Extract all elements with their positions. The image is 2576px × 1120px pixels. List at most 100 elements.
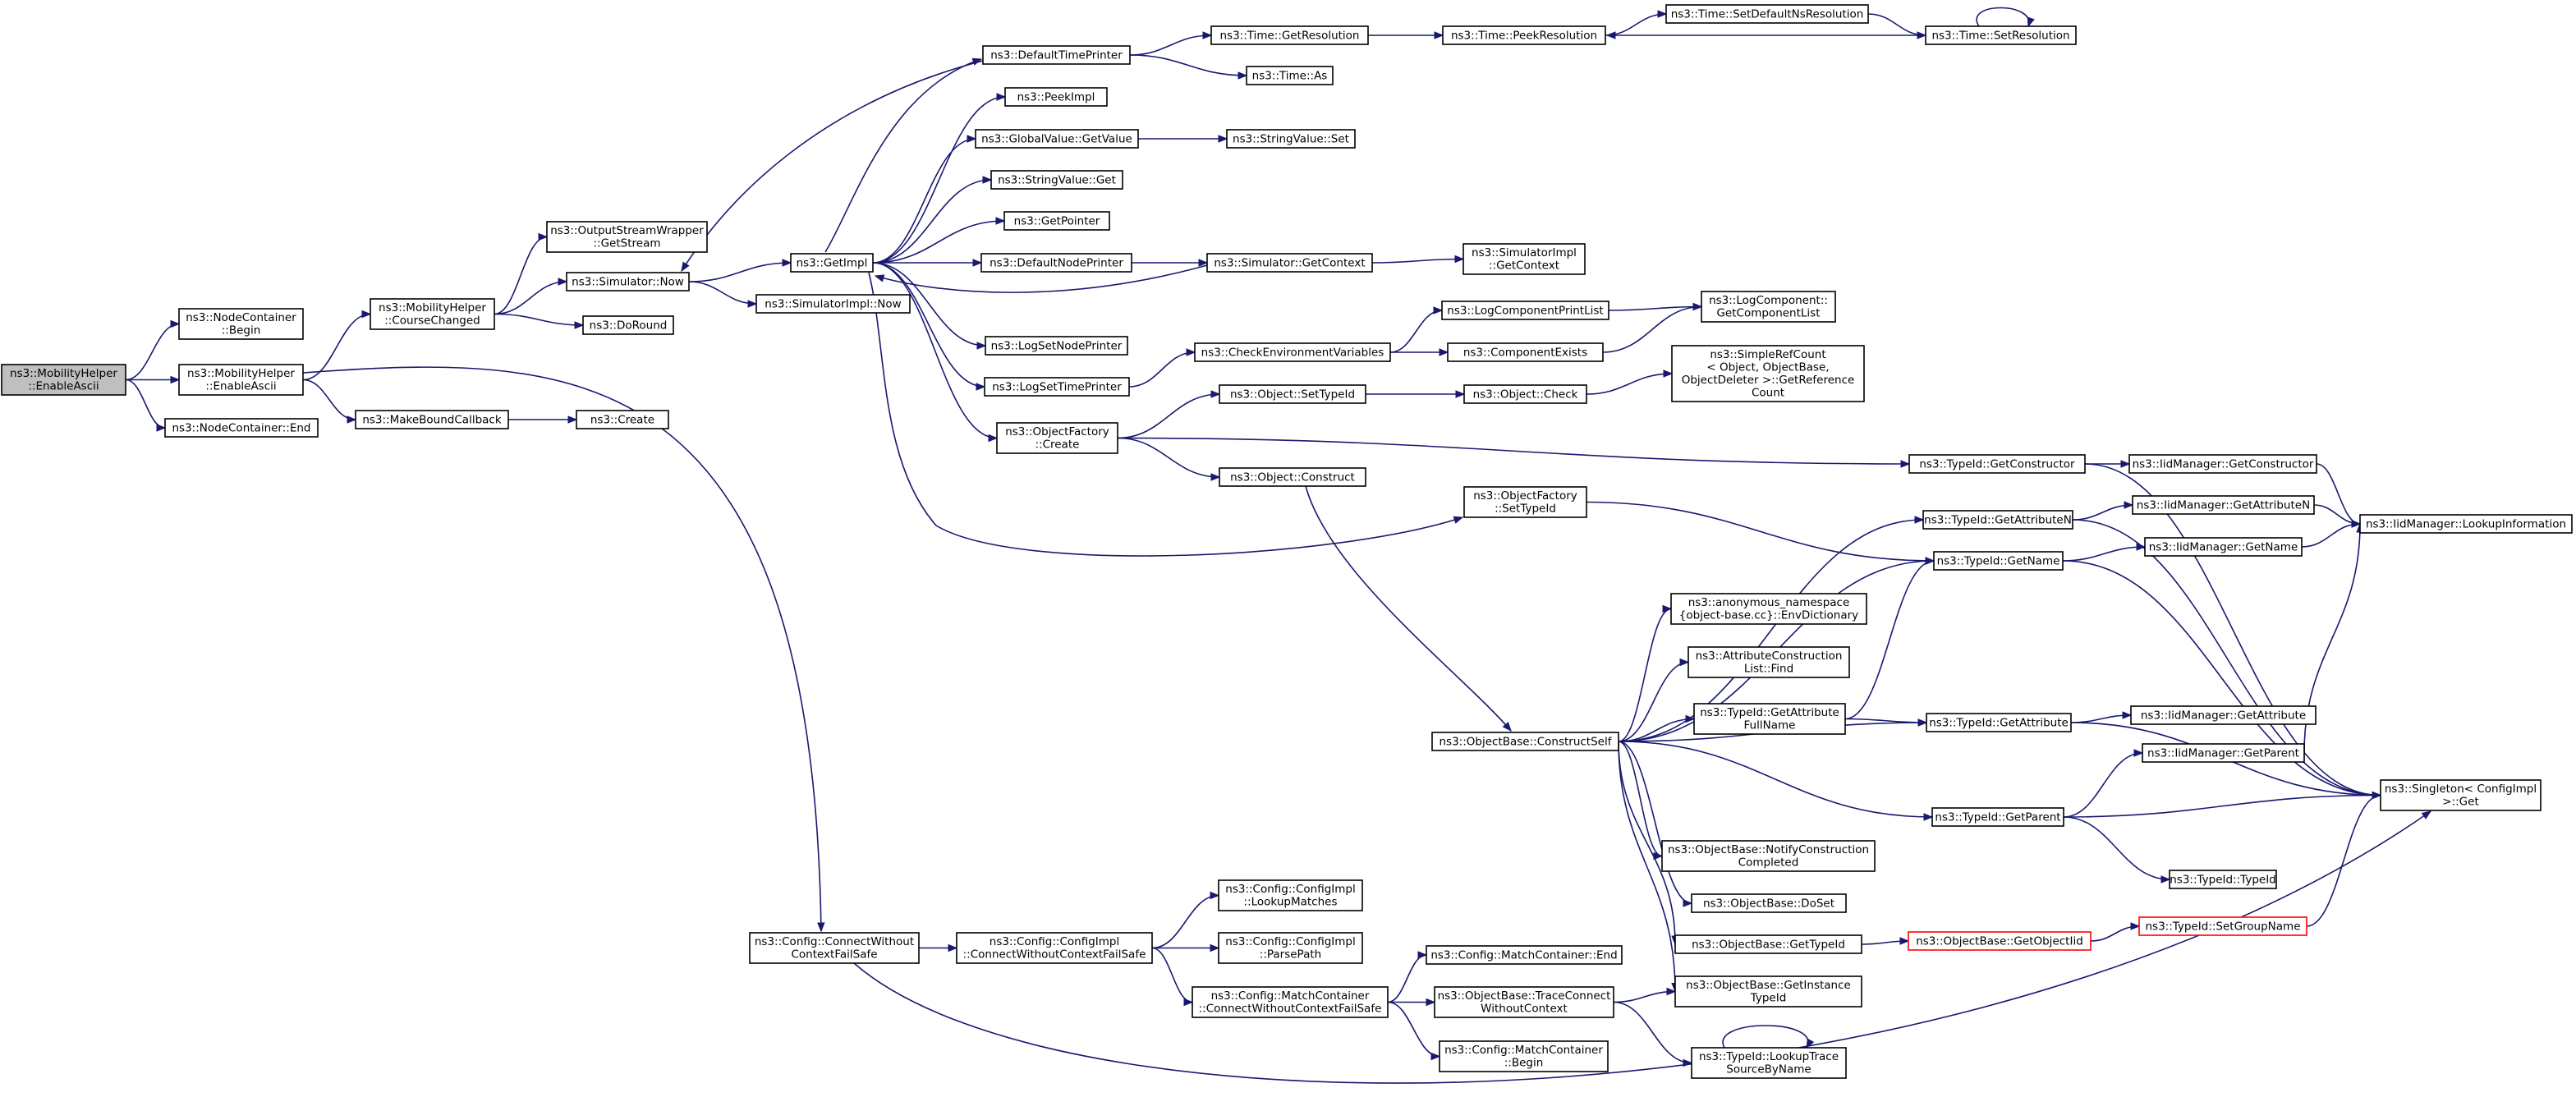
node-create[interactable]: ns3::Create [576,410,669,429]
node-tidSetGroupName[interactable]: ns3::TypeId::SetGroupName [2138,916,2307,936]
node-objConstruct[interactable]: ns3::Object::Construct [1219,467,1366,487]
node-singletonGet[interactable]: ns3::Singleton< ConfigImpl>::Get [2380,779,2542,811]
node-ncEnd[interactable]: ns3::NodeContainer::End [164,418,319,438]
node-logSetTimePrinter[interactable]: ns3::LogSetTimePrinter [984,377,1130,397]
node-label: ns3::ObjectBase::GetTypeId [1692,938,1845,951]
node-obTraceConnectWC[interactable]: ns3::ObjectBase::TraceConnectWithoutCont… [1434,986,1614,1018]
node-makeBoundCallback[interactable]: ns3::MakeBoundCallback [355,410,509,429]
edge-arrowhead [1439,348,1449,356]
node-label: ns3::ObjectBase::DoSet [1703,897,1834,910]
node-objSetTypeId[interactable]: ns3::Object::SetTypeId [1219,384,1366,404]
edge-arrowhead [1433,306,1444,314]
edge-arrowhead [1434,31,1444,39]
node-peekImpl[interactable]: ns3::PeekImpl [1004,87,1108,107]
node-mcConnectWCFS[interactable]: ns3::Config::MatchContainer::ConnectWith… [1192,986,1389,1018]
edge-line [494,281,567,315]
node-box [2359,514,2573,534]
node-cfgImplConnectWCFS[interactable]: ns3::Config::ConfigImpl::ConnectWithoutC… [956,932,1153,964]
node-simGetContext[interactable]: ns3::Simulator::GetContext [1206,253,1373,273]
node-obDoSet[interactable]: ns3::ObjectBase::DoSet [1691,893,1847,913]
node-ncBegin[interactable]: ns3::NodeContainer::Begin [178,308,304,340]
node-tidGetParent[interactable]: ns3::TypeId::GetParent [1931,807,2064,827]
edge-arrowhead [1806,1038,1815,1049]
edge-line [853,810,2431,1084]
node-timePeekRes[interactable]: ns3::Time::PeekResolution [1442,25,1606,45]
node-courseChanged[interactable]: ns3::MobilityHelper::CourseChanged [370,298,495,330]
node-timeSetDefNsRes[interactable]: ns3::Time::SetDefaultNsResolution [1665,4,1869,24]
edge-arrowhead [1925,557,1935,565]
edge-objBaseConstructSelf-to-tidGetAttrFullName [1618,714,1696,742]
edge-cfgConnectWCFS-to-singletonGet [853,810,2432,1084]
node-objFactoryCreate[interactable]: ns3::ObjectFactory::Create [996,422,1118,454]
node-anonEnvDict[interactable]: ns3::anonymous_namespace{object-base.cc}… [1670,593,1867,625]
node-tidGetAttributeN[interactable]: ns3::TypeId::GetAttributeN [1922,510,2073,530]
node-defTimePrinter[interactable]: ns3::DefaultTimePrinter [982,45,1131,65]
edge-line [494,313,584,326]
node-svSet[interactable]: ns3::StringValue::Set [1226,129,1356,149]
edge-arrowhead [874,274,885,282]
node-iidGetParent[interactable]: ns3::IidManager::GetParent [2142,743,2305,763]
edge-line [2301,523,2361,548]
node-compExists[interactable]: ns3::ComponentExists [1447,342,1604,362]
node-osGetStream[interactable]: ns3::OutputStreamWrapper::GetStream [546,221,708,253]
node-gvGetValue[interactable]: ns3::GlobalValue::GetValue [975,129,1139,149]
node-tidGetAttribute[interactable]: ns3::TypeId::GetAttribute [1926,713,2072,732]
node-enableAscii[interactable]: ns3::MobilityHelper::EnableAscii [178,364,304,396]
node-enableAsciiStatic[interactable]: ns3::MobilityHelper::EnableAscii [1,364,126,396]
node-logCompGetList[interactable]: ns3::LogComponent::GetComponentList [1701,291,1836,323]
node-iidGetAttributeN[interactable]: ns3::IidManager::GetAttributeN [2132,495,2315,515]
node-tidGetName[interactable]: ns3::TypeId::GetName [1933,551,2064,571]
node-obGetObjectIid[interactable]: ns3::ObjectBase::GetObjectIid [1908,931,2092,951]
node-simImplNow[interactable]: ns3::SimulatorImpl::Now [755,294,911,314]
edge-arrowhead [988,434,999,443]
node-defNodePrinter[interactable]: ns3::DefaultNodePrinter [980,253,1132,273]
node-label: ns3::anonymous_namespace [1688,596,1850,609]
node-cfgConnectWCFS[interactable]: ns3::Config::ConnectWithoutContextFailSa… [749,932,920,964]
edge-line [1618,741,1663,857]
node-obNotifyConstr[interactable]: ns3::ObjectBase::NotifyConstructionCompl… [1661,840,1876,872]
edge-arrowhead [1914,516,1925,524]
node-checkEnvVars[interactable]: ns3::CheckEnvironmentVariables [1194,342,1391,362]
node-box [749,932,920,964]
node-getImpl[interactable]: ns3::GetImpl [790,253,874,273]
node-simImplGetContext[interactable]: ns3::SimulatorImpl::GetContext [1462,243,1586,275]
node-label: ns3::TypeId::GetConstructor [1919,457,2075,470]
nodes-layer: ns3::MobilityHelper::EnableAsciins3::Nod… [1,4,2573,1079]
node-iidGetAttribute[interactable]: ns3::IidManager::GetAttribute [2130,705,2317,725]
node-cfgImplLookupMatches[interactable]: ns3::Config::ConfigImpl::LookupMatches [1218,879,1363,911]
node-svGet[interactable]: ns3::StringValue::Get [990,170,1123,190]
node-objCheck[interactable]: ns3::Object::Check [1463,384,1587,404]
node-timeSetRes[interactable]: ns3::Time::SetResolution [1925,25,2077,45]
node-timeAs[interactable]: ns3::Time::As [1246,66,1334,85]
node-cfgImplParsePath[interactable]: ns3::Config::ConfigImpl::ParsePath [1218,932,1363,964]
edge-line [2063,816,2170,880]
edge-line [1618,519,1924,742]
edge-arrowhead [2372,791,2382,800]
node-box [2132,495,2315,515]
node-iidGetName[interactable]: ns3::IidManager::GetName [2144,537,2303,557]
node-iidGetConstructor[interactable]: ns3::IidManager::GetConstructor [2128,454,2317,474]
node-iidLookupInfo[interactable]: ns3::IidManager::LookupInformation [2359,514,2573,534]
node-doRound[interactable]: ns3::DoRound [582,315,674,335]
node-logSetNodePrinter[interactable]: ns3::LogSetNodePrinter [985,336,1128,356]
node-mcEnd[interactable]: ns3::Config::MatchContainer::End [1426,945,1623,965]
edge-arrowhead [1923,813,1934,821]
node-logCompPrintList[interactable]: ns3::LogComponentPrintList [1441,301,1609,320]
node-timeGetRes[interactable]: ns3::Time::GetResolution [1210,25,1369,45]
node-objBaseConstructSelf[interactable]: ns3::ObjectBase::ConstructSelf [1431,732,1619,751]
node-tidGetConstructor[interactable]: ns3::TypeId::GetConstructor [1908,454,2086,474]
node-simpleRefCount[interactable]: ns3::SimpleRefCount< Object, ObjectBase,… [1671,345,1865,402]
node-getPointer[interactable]: ns3::GetPointer [1003,211,1110,231]
node-box [1447,342,1604,362]
node-mcBegin[interactable]: ns3::Config::MatchContainer::Begin [1439,1040,1609,1072]
node-obGetTypeId[interactable]: ns3::ObjectBase::GetTypeId [1674,934,1862,954]
node-simNow[interactable]: ns3::Simulator::Now [566,272,690,291]
edge-arrowhead [170,319,181,328]
edge-line [125,323,180,381]
node-tidTypeId[interactable]: ns3::TypeId::TypeId [2169,870,2277,889]
node-objFactorySetTypeId[interactable]: ns3::ObjectFactory::SetTypeId [1463,486,1587,518]
